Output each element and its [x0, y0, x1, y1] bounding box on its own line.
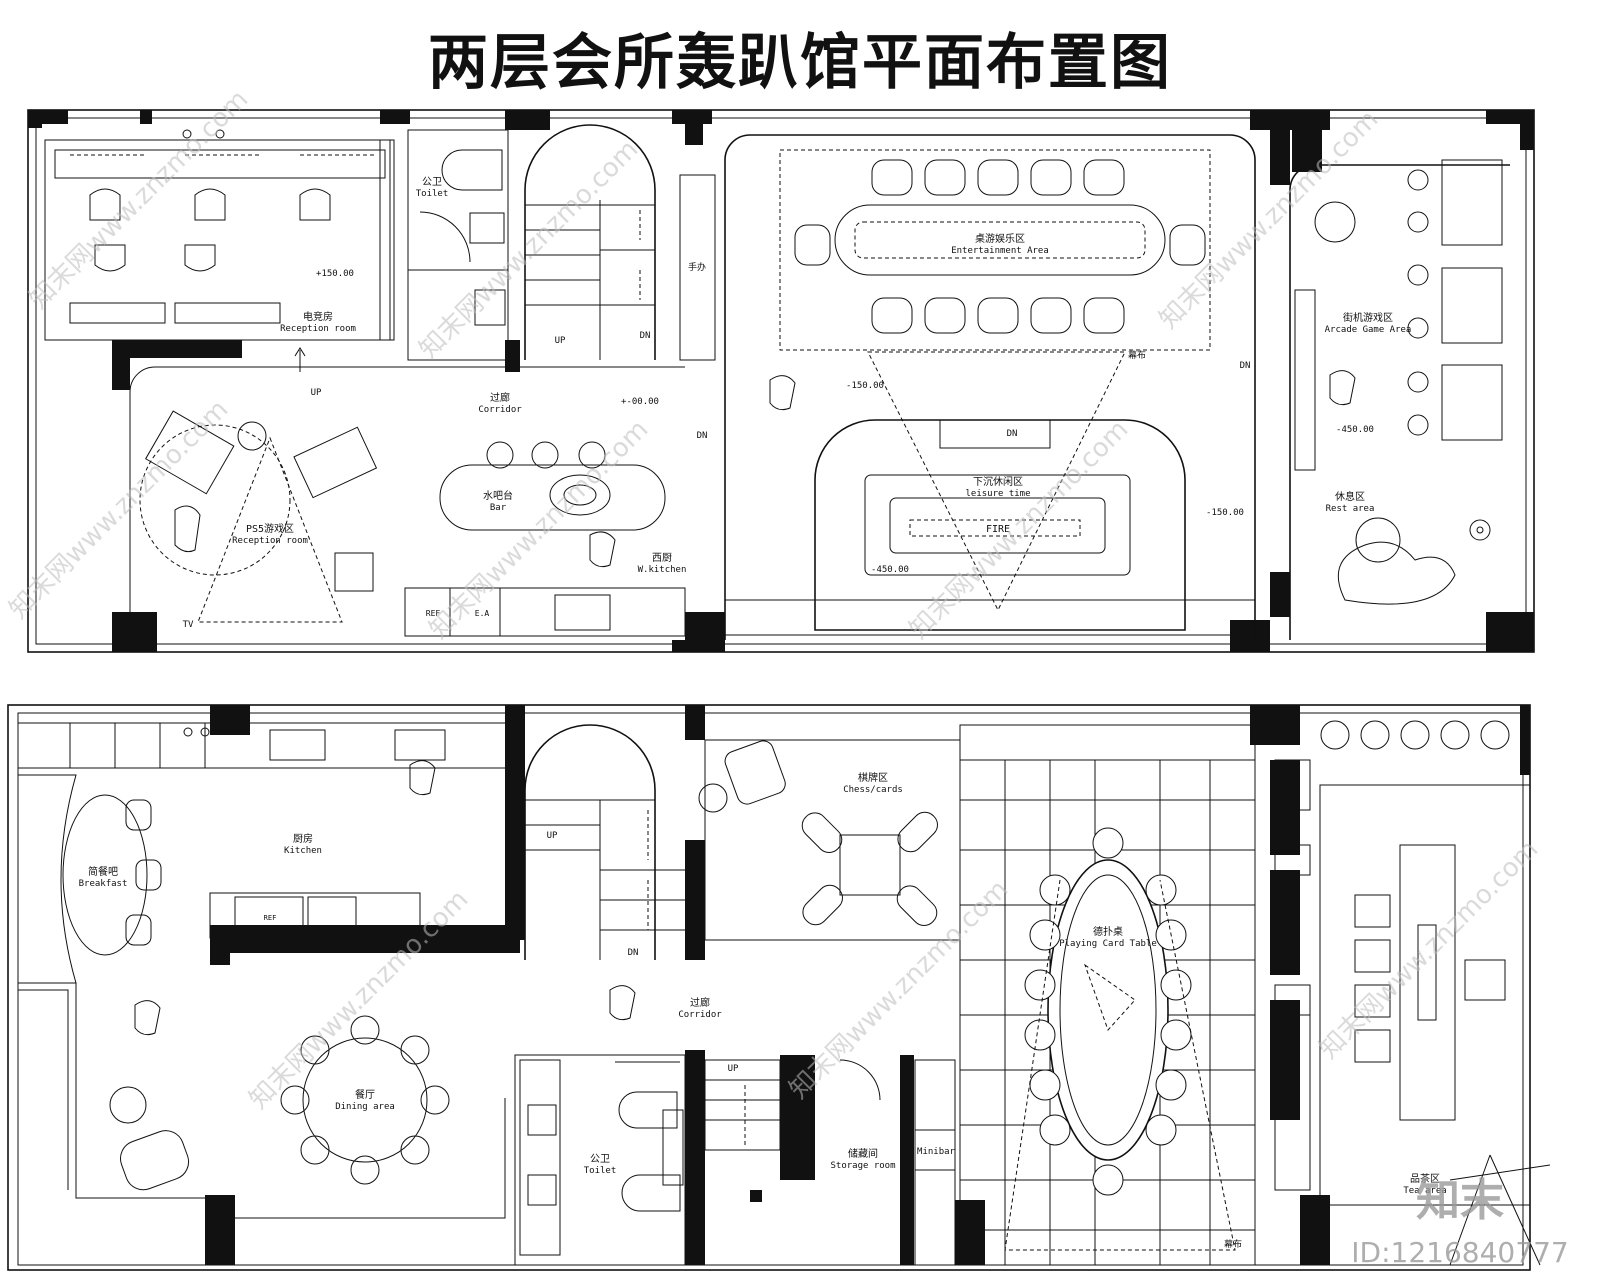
f2-ref-label: REF: [264, 914, 277, 922]
wkitchen-label-cn: 西厨: [652, 552, 672, 564]
esports-label-cn: 电竞房: [303, 310, 333, 323]
arcade-level: -450.00: [1336, 425, 1374, 435]
esports-label-en: Reception room: [280, 324, 356, 334]
breakfast-label-cn: 简餐吧: [88, 865, 118, 878]
poker-label-cn: 德扑桌: [1093, 925, 1123, 938]
board-chairs: [794, 159, 1206, 334]
poker-label-en: Playing Card Table: [1059, 939, 1157, 949]
floor1-plan: +150.00 电竞房 Reception room UP 公卫 Toilet …: [27, 109, 1535, 653]
f1-toilet-en: Toilet: [416, 189, 449, 199]
kitchen-label-cn: 厨房: [293, 832, 313, 845]
tea-label-en: Tea area: [1403, 1186, 1446, 1196]
f2-corridor-en: Corridor: [678, 1010, 722, 1020]
ps5-label-en: Reception room: [232, 536, 308, 546]
f1-screen-label: 幕布: [1128, 349, 1146, 361]
f2-screen-label: 幕布: [1224, 1238, 1242, 1250]
arcade-label-en: Arcade Game Area: [1325, 325, 1412, 335]
bar-label-cn: 水吧台: [483, 489, 513, 502]
floor2-plan: 厨房 Kitchen REF 简餐吧 Breakfast 餐厅 Dining a…: [7, 704, 1551, 1271]
gaming-chairs: [89, 188, 331, 272]
tea-stools: [1354, 894, 1391, 1063]
storage-label-cn: 储藏间: [848, 1147, 878, 1160]
fire-label: FIRE: [986, 524, 1010, 535]
watermark-text-7: 知末网www.znzmo.com: [244, 884, 475, 1115]
f2-stair-up: UP: [547, 831, 558, 841]
tea-label-cn: 品茶区: [1410, 1172, 1440, 1185]
esports-level: +150.00: [316, 269, 354, 279]
minibar-label: Minibar: [917, 1147, 956, 1157]
board-label-en: Entertainment Area: [951, 246, 1049, 256]
rest-label-cn: 休息区: [1335, 490, 1365, 503]
board-label-cn: 桌游娱乐区: [975, 232, 1025, 245]
ea-label: E.A: [475, 609, 490, 618]
f2-stair: [524, 724, 685, 960]
dining-label-cn: 餐厅: [355, 1088, 375, 1101]
f1-sunken-dn: DN: [1007, 429, 1018, 439]
f1-dn-2: DN: [1240, 361, 1251, 371]
dining-label-en: Dining area: [335, 1102, 395, 1112]
f1-toilet-cn: 公卫: [422, 177, 442, 188]
wkitchen-label-en: W.kitchen: [638, 565, 687, 575]
plan-title: 两层会所轰趴馆平面布置图: [428, 28, 1172, 98]
ps5-label-cn: PS5游戏区: [246, 522, 294, 535]
dining-chairs: [280, 1015, 450, 1185]
f1-up-1: UP: [311, 388, 322, 398]
f1-corridor-cn: 过廊: [490, 391, 510, 404]
sunken-label-en: leisure time: [965, 489, 1030, 499]
kitchen-label-en: Kitchen: [284, 846, 322, 856]
f2-corridor-cn: 过廊: [690, 996, 710, 1009]
watermark-text-9: 知末网www.znzmo.com: [1314, 834, 1545, 1065]
watermark-text-6: 知末网www.znzmo.com: [904, 414, 1135, 645]
f2-toilet-cn: 公卫: [590, 1154, 610, 1165]
watermark-text-3: 知末网www.znzmo.com: [1154, 104, 1385, 335]
handcraft-label: 手办: [688, 261, 706, 273]
bar-label-en: Bar: [490, 503, 507, 513]
plants: [1320, 720, 1510, 750]
watermark-logo: 知末: [1416, 1175, 1504, 1226]
rest-label-en: Rest area: [1326, 504, 1375, 514]
f2-stair-dn: DN: [628, 948, 639, 958]
f2-toilet-en: Toilet: [584, 1166, 617, 1176]
breakfast-label-en: Breakfast: [79, 879, 128, 889]
arcade-label-cn: 街机游戏区: [1343, 311, 1393, 324]
f1-corridor-en: Corridor: [478, 405, 522, 415]
breakfast-chairs: [125, 799, 162, 946]
level-150b: -150.00: [1206, 508, 1244, 518]
watermark-text-4: 知末网www.znzmo.com: [4, 394, 235, 625]
f1-dn-1: DN: [697, 431, 708, 441]
chess-label-en: Chess/cards: [843, 785, 903, 795]
f1-corridor-level: +-00.00: [621, 397, 659, 407]
esports-desk-dots: [70, 129, 375, 156]
sunken-label-cn: 下沉休闲区: [973, 475, 1023, 488]
f1-stair-dn: DN: [640, 331, 651, 341]
ref-label: REF: [426, 609, 441, 618]
f1-stair: [524, 124, 656, 360]
storage-label-en: Storage room: [830, 1161, 895, 1171]
arcade-machines: [1314, 159, 1503, 441]
level-150a: -150.00: [846, 381, 884, 391]
f2-small-up: UP: [728, 1064, 739, 1074]
watermark-id: ID:1216840777: [1351, 1236, 1568, 1269]
chess-label-cn: 棋牌区: [858, 771, 888, 784]
poker-chairs: [1024, 827, 1192, 1196]
f1-stair-up: UP: [555, 336, 566, 346]
sunken-level: -450.00: [871, 565, 909, 575]
tv-label: TV: [183, 620, 194, 630]
